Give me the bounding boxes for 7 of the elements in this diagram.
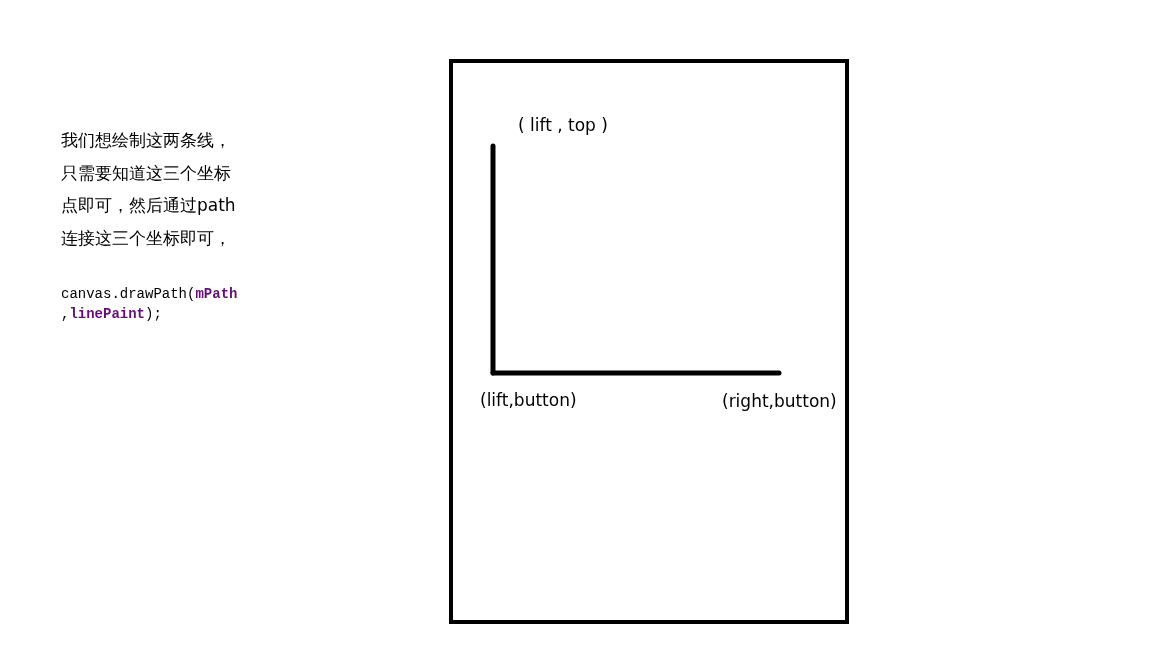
line — [490, 370, 782, 376]
point-label: (lift,button) — [479, 377, 583, 415]
frame-rectangle — [449, 59, 849, 624]
note-text: 我们想绘制这两条线，只需要知道这三个坐标点即可，然后通过path连接这三个坐标即可， — [61, 129, 237, 250]
point-label: (right,button) — [721, 377, 843, 415]
point-label: ( lift , top ) — [486, 112, 622, 144]
code-text: canvas.drawPath(mPath ,linePaint); — [61, 285, 239, 324]
